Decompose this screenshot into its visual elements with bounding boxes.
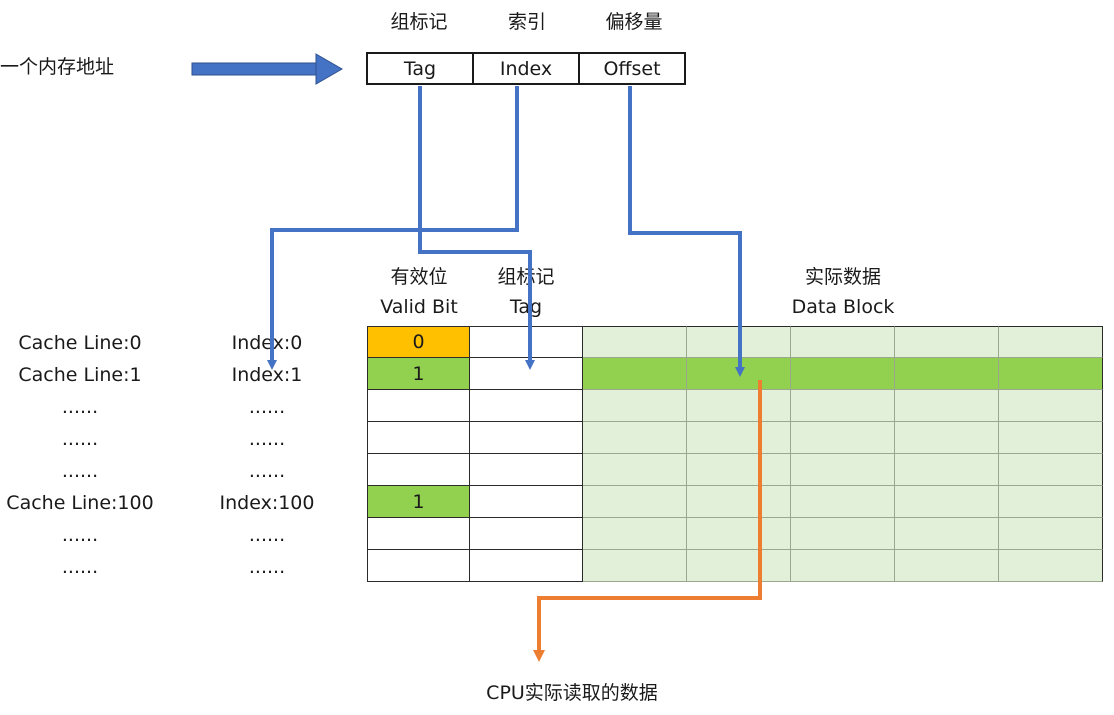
cpu-output-label: CPU实际读取的数据 (486, 682, 658, 704)
index-arrow (267, 86, 519, 370)
cache-line-label: Cache Line:100 (6, 492, 154, 514)
data-block-cell (687, 390, 791, 422)
data-block-cell (895, 518, 999, 550)
tag-field-header: 组标记 (390, 11, 448, 33)
data-block-cell (999, 390, 1103, 422)
index-label: ...... (248, 396, 286, 418)
data-block-cell (895, 326, 999, 358)
valid-bit-cell: 1 (367, 486, 470, 518)
data-block-cell (687, 550, 791, 582)
data-block-cell (583, 358, 687, 390)
tag-column-header-en: Tag (509, 296, 543, 318)
data-block-cell (583, 518, 687, 550)
data-block-cell (999, 486, 1103, 518)
address-tag-cell: Tag (368, 54, 474, 83)
data-block-cell (895, 486, 999, 518)
index-label: ...... (248, 524, 286, 546)
cache-line-label: Cache Line:0 (18, 332, 142, 354)
valid-bit-cell: 0 (367, 326, 470, 358)
address-arrow (191, 53, 344, 85)
data-block-cell (583, 486, 687, 518)
valid-bit-cell (367, 390, 470, 422)
address-index-cell: Index (474, 54, 580, 83)
data-block-cell (583, 454, 687, 486)
tag-arrow (418, 86, 535, 370)
valid-bit-header-en: Valid Bit (380, 296, 458, 318)
data-block-cell (791, 518, 895, 550)
data-block-cell (895, 422, 999, 454)
valid-bit-cell: 1 (367, 358, 470, 390)
data-block-cell (791, 422, 895, 454)
valid-bit-header-cn: 有效位 (390, 266, 448, 288)
data-block-cell (895, 390, 999, 422)
cache-line-label: ...... (61, 396, 99, 418)
data-block-cell (999, 422, 1103, 454)
data-block-cell (999, 454, 1103, 486)
tag-cell (470, 326, 583, 358)
index-label: Index:0 (231, 332, 303, 354)
data-block-cell (791, 486, 895, 518)
data-block-cell (895, 550, 999, 582)
cache-line-label: Cache Line:1 (18, 364, 142, 386)
data-block-cell (999, 518, 1103, 550)
data-block-cell (791, 454, 895, 486)
data-block-cell (687, 454, 791, 486)
tag-column-header-cn: 组标记 (497, 266, 555, 288)
data-block-cell (791, 358, 895, 390)
data-block-cell (999, 326, 1103, 358)
index-label: Index:1 (231, 364, 303, 386)
index-label: ...... (248, 460, 286, 482)
data-block-cell (583, 390, 687, 422)
data-block-cell (791, 550, 895, 582)
index-label: ...... (248, 556, 286, 578)
index-label: Index:100 (219, 492, 315, 514)
cache-line-label: ...... (61, 460, 99, 482)
output-arrow (533, 380, 762, 662)
tag-cell (470, 550, 583, 582)
address-offset-cell: Offset (603, 57, 661, 80)
valid-bit-cell (367, 518, 470, 550)
tag-cell (470, 518, 583, 550)
valid-bit-cell (367, 550, 470, 582)
data-block-cell (687, 518, 791, 550)
index-field-header: 索引 (507, 11, 547, 33)
data-block-cell (791, 390, 895, 422)
memory-address-box: Tag Index Offset (366, 52, 686, 85)
cache-line-label: ...... (61, 524, 99, 546)
offset-arrow (628, 86, 745, 377)
cache-line-label: ...... (61, 428, 99, 450)
data-block-header-en: Data Block (791, 296, 895, 318)
tag-cell (470, 390, 583, 422)
data-block-cell (791, 326, 895, 358)
data-block-cell (687, 422, 791, 454)
tag-cell (470, 486, 583, 518)
data-block-cell (583, 326, 687, 358)
valid-bit-cell (367, 454, 470, 486)
tag-cell (470, 422, 583, 454)
data-block-cell (583, 422, 687, 454)
offset-field-header: 偏移量 (605, 11, 663, 33)
tag-cell (470, 454, 583, 486)
data-block-cell (895, 358, 999, 390)
index-label: ...... (248, 428, 286, 450)
data-block-cell (583, 550, 687, 582)
data-block-cell (999, 358, 1103, 390)
data-block-header-cn: 实际数据 (804, 266, 882, 288)
memory-address-label: 一个内存地址 (0, 56, 115, 78)
data-block-cell (895, 454, 999, 486)
cache-line-label: ...... (61, 556, 99, 578)
valid-bit-cell (367, 422, 470, 454)
data-block-cell (687, 486, 791, 518)
data-block-cell (999, 550, 1103, 582)
